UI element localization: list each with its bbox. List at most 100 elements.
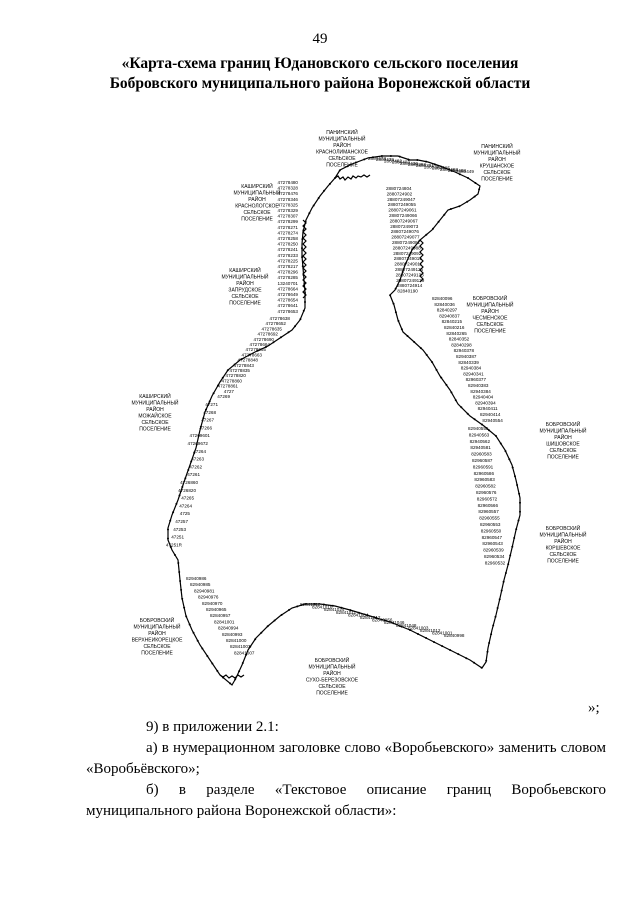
bottom-right-point-label: 82841016 bbox=[312, 605, 333, 610]
boundary-vertex bbox=[302, 309, 305, 312]
region-label-bobrov_chesmenskoe-line: БОБРОВСКИЙ bbox=[473, 294, 508, 302]
boundary-vertex bbox=[474, 182, 477, 184]
boundary-vertex bbox=[328, 182, 331, 185]
boundary-vertex bbox=[217, 384, 219, 387]
bottom-left-point-label: 82840957 bbox=[210, 613, 231, 618]
boundary-vertex bbox=[397, 319, 400, 322]
right-upper-point-label: 28807249067 bbox=[390, 218, 419, 223]
region-label-kashira_zaprudskoe-line: СЕЛЬСКОЕ bbox=[231, 294, 259, 300]
boundary-vertex bbox=[398, 155, 401, 158]
boundary-vertex bbox=[280, 336, 282, 339]
boundary-vertex bbox=[304, 603, 307, 605]
boundary-vertex bbox=[454, 399, 457, 402]
left-lower-point-label: 47265 bbox=[181, 496, 194, 501]
boundary-vertex bbox=[294, 325, 296, 328]
left-middle-point-label: 47278692 bbox=[258, 332, 279, 337]
right-lower-point-label: 82960566 bbox=[478, 503, 499, 508]
boundary-vertex bbox=[211, 662, 214, 665]
region-label-bobrov_suho_berezovskoe-line: СУХО-БЕРЕЗОВСКОЕ bbox=[306, 678, 359, 684]
boundary-vertex bbox=[515, 528, 518, 531]
left-upper-point-label: 47278285 bbox=[278, 275, 299, 280]
boundary-vertex bbox=[380, 155, 383, 157]
bottom-right-point-label: 82841004 bbox=[348, 612, 369, 617]
boundary-vertex bbox=[216, 669, 219, 672]
right-lower-point-label: 82940563 bbox=[469, 432, 490, 437]
left-upper-point-label: 47278664 bbox=[278, 286, 299, 291]
bottom-left-point-label: 82840994 bbox=[218, 626, 239, 631]
boundary-vertex bbox=[404, 262, 407, 265]
boundary-vertex bbox=[301, 265, 304, 268]
boundary-vertex bbox=[167, 528, 169, 531]
right-upper-point-label: 2880724914 bbox=[397, 283, 423, 288]
right-lower-point-label: 82960583 bbox=[474, 477, 495, 482]
region-label-bobrov_suho_berezovskoe-line: ПОСЕЛЕНИЕ bbox=[316, 691, 348, 697]
region-label-kashira_zaprudskoe-line: РАЙОН bbox=[236, 279, 254, 287]
right-lower-point-label: 82960582 bbox=[475, 484, 496, 489]
boundary-vertex bbox=[440, 376, 443, 379]
boundary-vertex bbox=[517, 519, 520, 522]
region-label-panino_krushanskoe-line: ПОСЕЛЕНИЕ bbox=[481, 177, 513, 183]
right-upper-point-label: 28807249047 bbox=[387, 197, 416, 202]
left-upper-point-label: 47278649 bbox=[278, 292, 299, 297]
bottom-right-point-label: 82841012 bbox=[360, 615, 381, 620]
boundary-vertex bbox=[199, 425, 202, 428]
boundary-vertex bbox=[264, 346, 267, 348]
boundary-vertex bbox=[480, 666, 483, 669]
left-middle-point-label: 47278652 bbox=[266, 321, 287, 326]
boundary-vertex bbox=[443, 213, 446, 216]
left-lower-point-label: 4725 bbox=[180, 511, 191, 516]
left-lower-point-label: 47262 bbox=[189, 464, 202, 469]
boundary-vertex bbox=[383, 619, 386, 622]
boundary-vertex bbox=[460, 406, 463, 409]
boundary-vertex bbox=[299, 318, 302, 321]
boundary-vertex bbox=[302, 274, 305, 277]
boundary-vertex bbox=[514, 475, 516, 478]
boundary-vertex bbox=[175, 502, 178, 505]
left-lower-point-label: 47267 bbox=[201, 418, 214, 423]
right-upper-point-label: 28807249125 bbox=[395, 267, 424, 272]
boundary-vertex bbox=[419, 347, 422, 350]
top-point-label: 2880403 bbox=[392, 160, 410, 165]
boundary-vertex bbox=[500, 589, 503, 592]
left-middle-point-label: 47278860 bbox=[222, 378, 243, 383]
right-middle-point-label: 82940384 bbox=[461, 366, 482, 371]
boundary-vertex bbox=[317, 197, 320, 199]
region-label-bobrov_chesmenskoe-line: МУНИЦИПАЛЬНЫЙ bbox=[466, 301, 513, 309]
boundary-vertex bbox=[322, 603, 325, 606]
boundary-vertex bbox=[206, 655, 209, 657]
boundary-vertex bbox=[190, 460, 193, 463]
boundary-vertex bbox=[412, 246, 415, 249]
left-upper-point-label: 47278346 bbox=[278, 197, 299, 202]
right-middle-point-label: 82940411 bbox=[478, 406, 499, 411]
boundary-vertex bbox=[202, 417, 205, 420]
boundary-vertex bbox=[287, 331, 290, 334]
left-lower-point-label: 47263 bbox=[191, 457, 204, 462]
boundary-vertex bbox=[240, 358, 243, 361]
boundary-vertex bbox=[442, 166, 445, 169]
boundary-vertex bbox=[473, 195, 476, 198]
boundary-vertex bbox=[488, 642, 491, 644]
right-middle-point-label: 82940384 bbox=[470, 389, 491, 394]
boundary-vertex bbox=[490, 633, 493, 636]
region-label-kashira_mozhajskoe-line: СЕЛЬСКОЕ bbox=[141, 420, 169, 426]
point-number-labels: 2880473288043928804622880403288043028803… bbox=[166, 156, 506, 655]
left-upper-point-label: 47278476 bbox=[278, 191, 299, 196]
boundary-vertex bbox=[241, 662, 244, 664]
boundary-vertex bbox=[509, 554, 512, 557]
boundary-vertex bbox=[288, 608, 291, 611]
left-lower-point-label: 47269672 bbox=[188, 441, 209, 446]
region-label-bobrov_korshevskoe-line: МУНИЦИПАЛЬНЫЙ bbox=[539, 531, 586, 539]
right-middle-point-label: 82940387 bbox=[456, 354, 477, 359]
region-label-bobrov_chesmenskoe-line: ЧЕСМЕНСКОЕ bbox=[472, 316, 508, 322]
boundary-detail-right bbox=[419, 239, 424, 283]
boundary-vertex bbox=[254, 638, 257, 641]
boundary-vertex bbox=[481, 423, 483, 426]
region-label-panino_krasnolimanskoe-line: ПОСЕЛЕНИЕ bbox=[326, 163, 358, 169]
boundary-vertex bbox=[511, 545, 514, 548]
left-upper-point-label: 47278329 bbox=[278, 208, 299, 213]
region-label-bobrov_verhneikoretskoe-line: СЕЛЬСКОЕ bbox=[143, 644, 171, 650]
bottom-right-point-label: 82841001 bbox=[432, 631, 453, 636]
region-label-kashira_zaprudskoe-line: МУНИЦИПАЛЬНЫЙ bbox=[221, 273, 268, 281]
boundary-vertex bbox=[441, 645, 444, 648]
left-lower-point-label: 4726820 bbox=[178, 488, 196, 493]
